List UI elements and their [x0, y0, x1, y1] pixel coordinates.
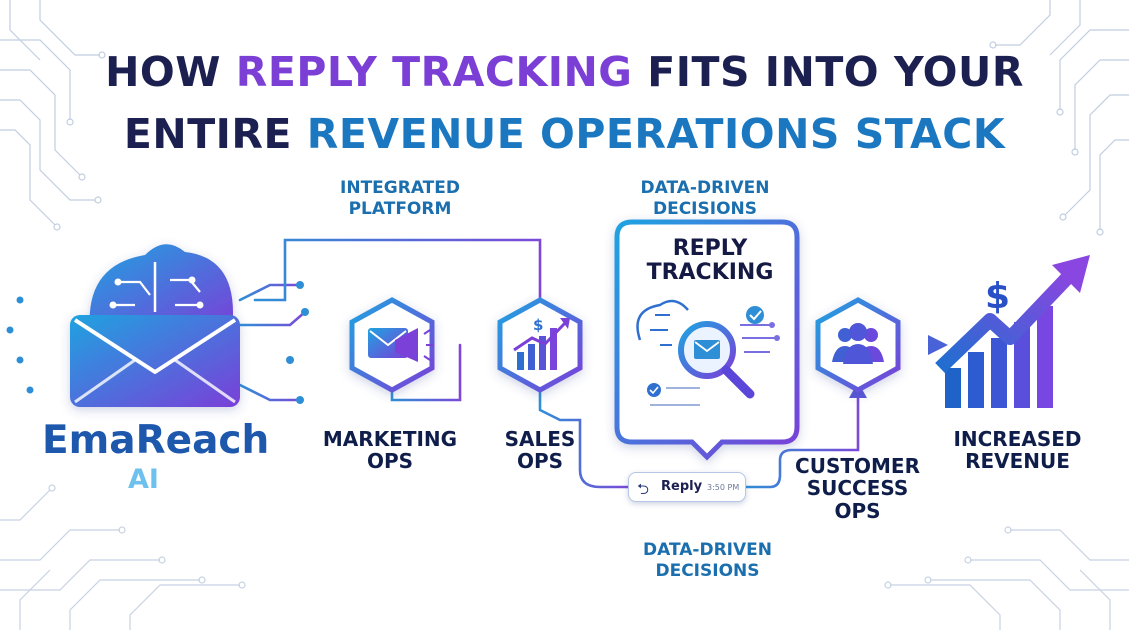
- brand-name: EmaReach: [42, 418, 270, 463]
- title-line-1: HOW REPLY TRACKING FITS INTO YOUR: [0, 52, 1129, 93]
- label-marketing-ops: MARKETING OPS: [322, 427, 458, 474]
- reply-arrow-icon: ⮌: [637, 480, 650, 498]
- label-integrated-platform: INTEGRATED PLATFORM: [340, 178, 460, 220]
- title-line-2-prefix: ENTIRE: [123, 110, 307, 158]
- dollar-rising-bars-icon: $: [935, 255, 1090, 408]
- circuit-decoration-top-right: [989, 0, 1129, 236]
- circuit-decoration-bottom-right: [884, 526, 1129, 630]
- envelope-megaphone-icon: [349, 297, 435, 393]
- title-line-2: ENTIRE REVENUE OPERATIONS STACK: [0, 114, 1129, 155]
- magnifier-envelope-brain-icon: [636, 299, 780, 406]
- label-sales-ops: SALES OPS: [504, 427, 576, 474]
- card-title-reply-tracking: REPLY TRACKING: [646, 236, 774, 286]
- circuit-decoration-bottom-left: [0, 484, 246, 630]
- dollar-growth-chart-icon: $: [497, 297, 583, 393]
- svg-text:$: $: [533, 316, 543, 334]
- brand-suffix: AI: [128, 464, 159, 495]
- label-customer-success-ops: CUSTOMER SUCCESS OPS: [795, 454, 920, 523]
- reply-chip[interactable]: ⮌ Reply 3:50 PM: [628, 472, 746, 502]
- reply-chip-time: 3:50 PM: [707, 483, 740, 492]
- label-increased-revenue: INCREASED REVENUE: [953, 427, 1082, 474]
- title-line-1-suffix: FITS INTO YOUR: [632, 48, 1024, 96]
- title-highlight-reply-tracking: REPLY TRACKING: [235, 48, 633, 96]
- people-group-icon: [815, 297, 901, 393]
- arrow-head-revenue: [928, 335, 948, 355]
- title-line-1-prefix: HOW: [105, 48, 236, 96]
- brain-envelope-icon: [70, 244, 240, 407]
- circuit-decoration-top-left: [0, 0, 106, 231]
- label-data-driven-bottom: DATA-DRIVEN DECISIONS: [643, 540, 772, 582]
- label-data-driven-top: DATA-DRIVEN DECISIONS: [640, 178, 770, 220]
- title-highlight-revenue-ops: REVENUE OPERATIONS STACK: [306, 110, 1006, 158]
- connector-lines: [8, 223, 932, 527]
- reply-chip-label: Reply: [661, 479, 703, 494]
- svg-text:$: $: [985, 276, 1010, 317]
